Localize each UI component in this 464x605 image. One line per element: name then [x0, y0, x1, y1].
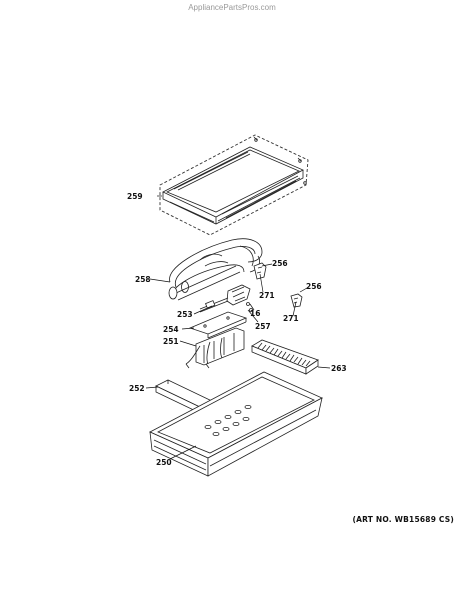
cover-assembly — [159, 134, 309, 236]
callout-16: 16 — [250, 309, 260, 318]
callout-251: 251 — [163, 337, 179, 346]
callout-271-upper: 271 — [259, 291, 275, 300]
clip-right — [290, 293, 303, 308]
callout-263: 263 — [331, 364, 347, 373]
watermark: AppliancePartsPros.com — [188, 3, 276, 12]
leader-lines — [145, 195, 331, 460]
callout-256-right: 256 — [306, 282, 322, 291]
art-number: (ART NO. WB15689 CS) — [352, 515, 454, 524]
clip-upper — [253, 262, 267, 280]
callout-257: 257 — [255, 322, 271, 331]
callout-256-upper: 256 — [272, 259, 288, 268]
callout-271-right: 271 — [283, 314, 299, 323]
sensor-bracket — [199, 284, 253, 313]
bracket-plate — [188, 311, 248, 339]
callout-259: 259 — [127, 192, 143, 201]
callout-254: 254 — [163, 325, 179, 334]
callouts: 259 258 256 271 256 271 253 16 257 254 2… — [127, 192, 347, 467]
callout-253: 253 — [177, 310, 193, 319]
callout-250: 250 — [156, 458, 172, 467]
callout-252: 252 — [129, 384, 145, 393]
damper-assembly — [185, 327, 245, 369]
callout-258: 258 — [135, 275, 151, 284]
grille — [251, 339, 319, 375]
